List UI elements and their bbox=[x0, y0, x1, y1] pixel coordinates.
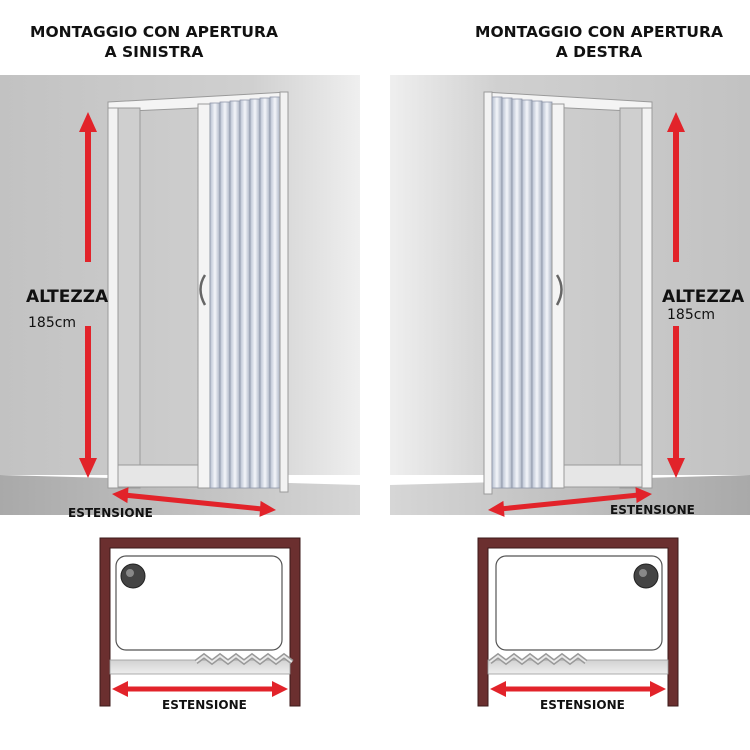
right-floor bbox=[390, 475, 750, 515]
right-plan-walls bbox=[477, 537, 679, 707]
left-plan-width-arrow bbox=[112, 681, 288, 697]
left-drain-icon bbox=[120, 563, 146, 589]
left-elevation bbox=[0, 75, 360, 517]
left-shower-tray bbox=[115, 555, 283, 651]
left-plan-width-label: ESTENSIONE bbox=[162, 698, 247, 712]
right-plan-width-arrow bbox=[490, 681, 666, 697]
right-bottom-track bbox=[557, 464, 643, 488]
right-elevation bbox=[390, 75, 750, 517]
left-shower-door bbox=[107, 91, 289, 493]
right-handle-icon bbox=[555, 274, 563, 306]
title-right-line2: A DESTRA bbox=[555, 43, 643, 61]
left-wall bbox=[0, 75, 360, 475]
left-handle-icon bbox=[199, 274, 207, 306]
right-wall bbox=[390, 75, 750, 475]
right-folding-panels bbox=[491, 96, 553, 489]
left-fixed-profile bbox=[279, 91, 289, 493]
right-shower-door bbox=[483, 91, 653, 495]
right-shower-tray bbox=[495, 555, 663, 651]
left-plan-walls bbox=[99, 537, 301, 707]
right-width-label: ESTENSIONE bbox=[610, 503, 695, 517]
right-height-value: 185cm bbox=[667, 307, 716, 323]
right-door-track bbox=[487, 659, 669, 675]
right-wall-profile bbox=[641, 107, 653, 489]
right-fixed-profile bbox=[483, 91, 493, 495]
title-left-line2: A SINISTRA bbox=[104, 43, 204, 61]
title-left: MONTAGGIO CON APERTURA A SINISTRA bbox=[24, 22, 284, 62]
right-width-arrow bbox=[488, 487, 652, 517]
right-plan-view bbox=[477, 537, 679, 707]
right-door-handle-profile bbox=[551, 103, 565, 489]
right-height-label: ALTEZZA bbox=[662, 287, 745, 307]
left-height-label: ALTEZZA bbox=[26, 287, 109, 307]
right-height-arrow bbox=[667, 112, 685, 478]
left-door-handle-profile bbox=[197, 103, 211, 489]
title-right: MONTAGGIO CON APERTURA A DESTRA bbox=[469, 22, 729, 62]
left-plan-view bbox=[99, 537, 301, 707]
right-plan-width-label: ESTENSIONE bbox=[540, 698, 625, 712]
left-width-label: ESTENSIONE bbox=[68, 506, 153, 520]
right-drain-icon bbox=[633, 563, 659, 589]
left-wall-profile bbox=[107, 107, 119, 489]
title-right-line1: MONTAGGIO CON APERTURA bbox=[475, 23, 723, 41]
left-width-arrow bbox=[112, 487, 276, 517]
left-folding-panels bbox=[209, 96, 281, 489]
left-bottom-track bbox=[117, 464, 207, 488]
title-left-line1: MONTAGGIO CON APERTURA bbox=[30, 23, 278, 41]
left-height-arrow bbox=[79, 112, 97, 478]
left-height-value: 185cm bbox=[28, 315, 77, 331]
